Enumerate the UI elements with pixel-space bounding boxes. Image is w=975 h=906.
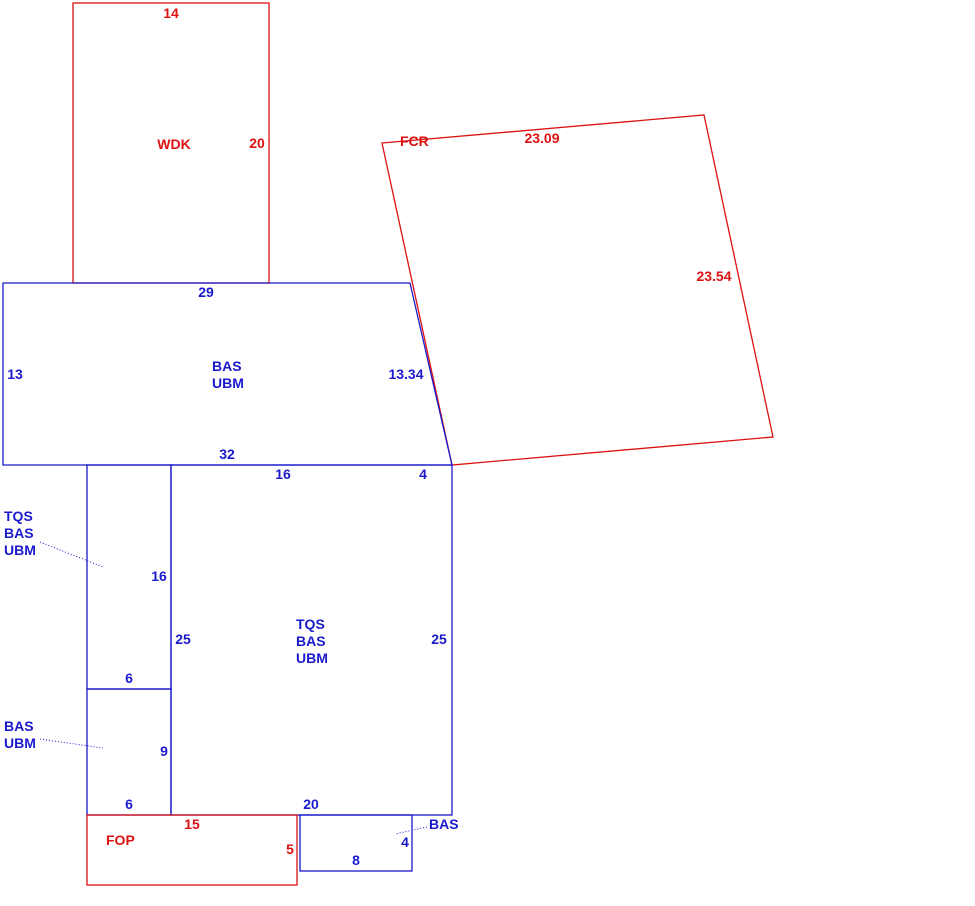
main-top-dimension: 29 <box>198 284 214 300</box>
center-area-code-2: BAS <box>296 633 326 649</box>
center-area-code-3: UBM <box>296 650 328 666</box>
wdk-right-dimension: 20 <box>249 135 265 151</box>
small-leader-line <box>39 738 104 749</box>
center-left-dimension: 25 <box>175 631 191 647</box>
strip-area-code-3: UBM <box>4 542 36 558</box>
strip-area-code-2: BAS <box>4 525 34 541</box>
fop-area-code: FOP <box>106 832 135 848</box>
wdk-area-code: WDK <box>157 136 190 152</box>
fop-top-dimension: 15 <box>184 816 200 832</box>
center-bottom-dimension: 20 <box>303 796 319 812</box>
small-area-code-1: BAS <box>4 718 34 734</box>
tiny-area-code: BAS <box>429 816 459 832</box>
fcr-right-dimension: 23.54 <box>696 268 731 284</box>
strip-right-dimension: 16 <box>151 568 167 584</box>
main-left-dimension: 13 <box>7 366 23 382</box>
tiny-right-dimension: 4 <box>401 834 409 850</box>
main-right-dimension: 13.34 <box>388 366 423 382</box>
main-area-code-2: UBM <box>212 375 244 391</box>
fcr-area-code: FCR <box>400 133 429 149</box>
tiny-bottom-dimension: 8 <box>352 852 360 868</box>
strip-bottom-dimension: 6 <box>125 670 133 686</box>
tiny-leader-line <box>394 826 428 835</box>
strip-area-code-1: TQS <box>4 508 33 524</box>
strip-leader-line <box>39 541 104 568</box>
center-top-dimension-b: 4 <box>419 466 427 482</box>
small-bottom-dimension: 6 <box>125 796 133 812</box>
center-top-dimension-a: 16 <box>275 466 291 482</box>
small-right-dimension: 9 <box>160 743 168 759</box>
fcr-outline <box>381 114 774 466</box>
center-area-code-1: TQS <box>296 616 325 632</box>
fcr-top-dimension: 23.09 <box>524 130 559 146</box>
small-area-code-2: UBM <box>4 735 36 751</box>
tiny-outline <box>299 814 413 872</box>
fop-outline <box>86 814 298 886</box>
main-bottom-dimension: 32 <box>219 446 235 462</box>
wdk-top-dimension: 14 <box>163 5 179 21</box>
center-right-dimension: 25 <box>431 631 447 647</box>
main-outline <box>2 282 453 466</box>
main-area-code-1: BAS <box>212 358 242 374</box>
fop-right-dimension: 5 <box>286 841 294 857</box>
